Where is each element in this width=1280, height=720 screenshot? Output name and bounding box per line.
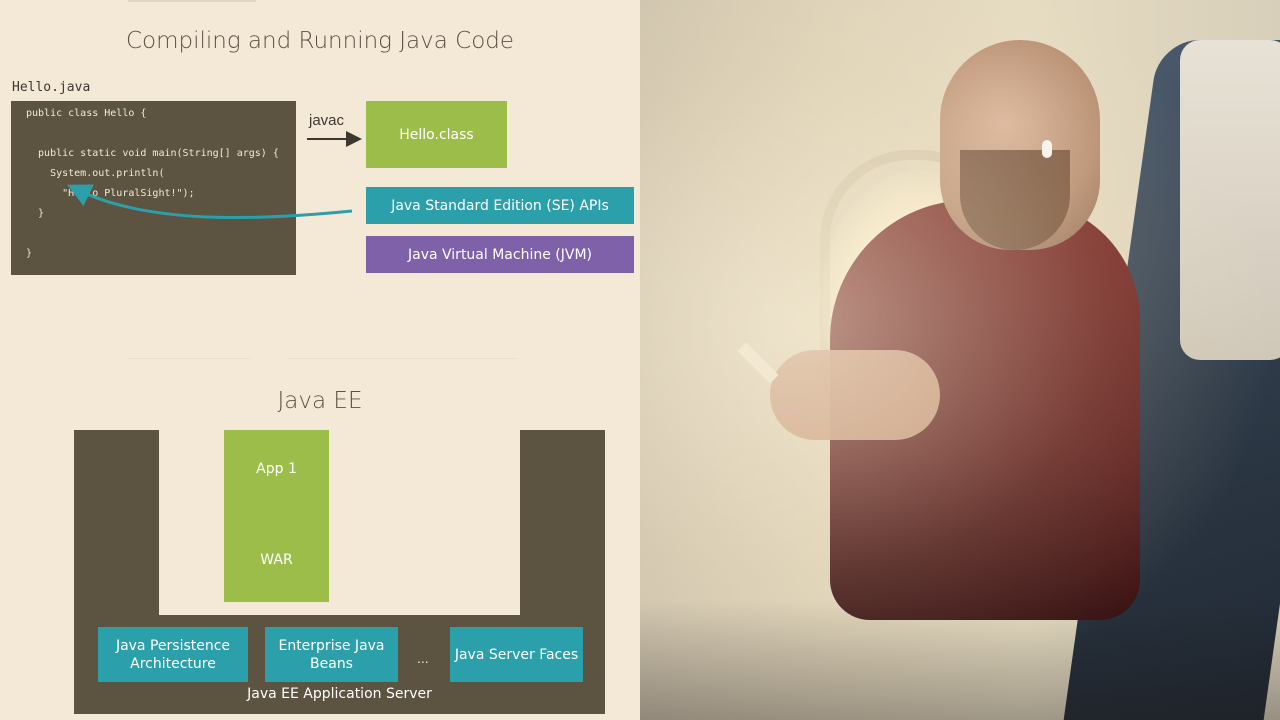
service-label: Java Server Faces xyxy=(454,646,579,663)
code-line: public static void main(String[] args) { xyxy=(26,148,279,159)
javac-label: javac xyxy=(309,112,345,129)
hello-class-label: Hello.class xyxy=(399,126,474,143)
service-jpa-box: Java Persistence Architecture xyxy=(98,627,248,682)
code-line: System.out.println( xyxy=(26,168,165,179)
service-jsf-box: Java Server Faces xyxy=(450,627,583,682)
service-label: Java Persistence Architecture xyxy=(115,637,231,672)
presenter-photo xyxy=(640,0,1280,720)
section-divider xyxy=(287,358,517,359)
service-ejb-box: Enterprise Java Beans xyxy=(265,627,398,682)
code-line: public class Hello { xyxy=(26,108,147,119)
server-wall-left xyxy=(74,430,159,620)
jvm-box: Java Virtual Machine (JVM) xyxy=(366,236,634,273)
slide-panel: Compiling and Running Java Code Hello.ja… xyxy=(11,0,634,714)
section-divider xyxy=(128,358,251,359)
more-services-ellipsis: ... xyxy=(417,650,429,666)
source-filename: Hello.java xyxy=(12,80,91,95)
se-apis-box: Java Standard Edition (SE) APIs xyxy=(366,187,634,224)
app-name: App 1 xyxy=(256,461,297,477)
java-ee-title: Java EE xyxy=(277,388,363,414)
slide-title: Compiling and Running Java Code xyxy=(125,28,515,54)
service-label: Enterprise Java Beans xyxy=(278,637,385,672)
light-overlay xyxy=(640,0,1280,720)
server-label: Java EE Application Server xyxy=(247,686,432,702)
code-line: } xyxy=(26,248,33,259)
top-divider xyxy=(128,0,256,2)
bottom-shade xyxy=(640,600,1280,720)
hello-class-box: Hello.class xyxy=(366,101,507,168)
se-apis-label: Java Standard Edition (SE) APIs xyxy=(391,197,609,214)
code-block: public class Hello { public static void … xyxy=(11,101,296,275)
jvm-label: Java Virtual Machine (JVM) xyxy=(408,246,592,263)
server-wall-right xyxy=(520,430,605,620)
code-line: } xyxy=(26,208,45,219)
app-package: WAR xyxy=(260,552,293,568)
code-line: "Hello PluralSight!"); xyxy=(26,188,195,199)
app-war-box: App 1 WAR xyxy=(224,430,329,602)
